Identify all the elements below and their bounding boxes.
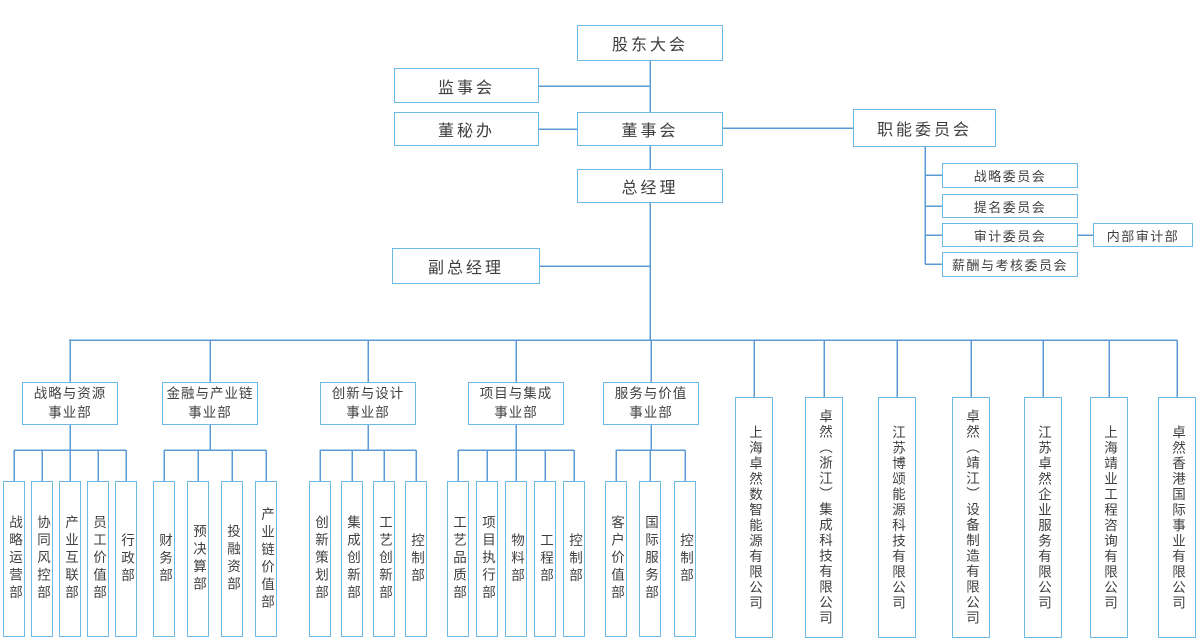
node-dept-strategy-operations: 战略运营部 xyxy=(3,481,25,637)
node-dept-finance: 财务部 xyxy=(153,481,175,637)
node-dept-engineering: 工程部 xyxy=(534,481,556,637)
node-subsidiary-shanghai-zhuoran-digital: 上海卓然数智能源有限公司 xyxy=(735,397,773,638)
node-division-project-integration: 项目与集成 事业部 xyxy=(468,382,564,425)
node-dept-integrated-innovation: 集成创新部 xyxy=(341,481,363,637)
node-division-innovation-design: 创新与设计 事业部 xyxy=(320,382,416,425)
node-dept-investment-financing: 投融资部 xyxy=(221,481,243,637)
node-dept-employee-value: 员工价值部 xyxy=(87,481,109,637)
node-committee-strategy: 战略委员会 xyxy=(942,163,1078,188)
node-dept-budget: 预决算部 xyxy=(187,481,209,637)
node-general-manager: 总经理 xyxy=(577,169,723,203)
node-division-service-value: 服务与价值 事业部 xyxy=(603,382,699,425)
node-dept-process-innovation: 工艺创新部 xyxy=(373,481,395,637)
node-subsidiary-zhuoran-hongkong: 卓然香港国际事业有限公司 xyxy=(1158,397,1196,638)
node-subsidiary-shanghai-jingye: 上海靖业工程咨询有限公司 xyxy=(1090,397,1128,638)
node-committee-nomination: 提名委员会 xyxy=(942,194,1078,218)
node-dept-control-project: 控制部 xyxy=(563,481,585,637)
node-subsidiary-jiangsu-bosong: 江苏博颂能源科技有限公司 xyxy=(878,397,916,638)
node-board-of-directors: 董事会 xyxy=(577,112,723,146)
node-supervisory-board: 监事会 xyxy=(394,68,539,103)
node-secretary-office: 董秘办 xyxy=(394,112,539,146)
node-dept-customer-value: 客户价值部 xyxy=(605,481,627,637)
node-dept-risk-control: 协同风控部 xyxy=(31,481,53,637)
node-functional-committees: 职能委员会 xyxy=(853,109,996,147)
node-dept-international-service: 国际服务部 xyxy=(639,481,661,637)
node-internal-audit-dept: 内部审计部 xyxy=(1093,223,1193,247)
node-dept-administration: 行政部 xyxy=(115,481,137,637)
node-subsidiary-zhuoran-zhejiang: 卓然（浙江）集成科技有限公司 xyxy=(805,397,843,638)
node-committee-audit: 审计委员会 xyxy=(942,223,1078,247)
node-dept-innovation-planning: 创新策划部 xyxy=(309,481,331,637)
node-committee-compensation: 薪酬与考核委员会 xyxy=(942,252,1078,277)
node-shareholders-meeting: 股东大会 xyxy=(577,25,723,61)
node-deputy-general-manager: 副总经理 xyxy=(392,248,540,284)
node-division-finance-chain: 金融与产业链 事业部 xyxy=(162,382,258,425)
node-dept-chain-value: 产业链价值部 xyxy=(255,481,277,637)
node-dept-project-execution: 项目执行部 xyxy=(476,481,498,637)
node-dept-materials: 物料部 xyxy=(505,481,527,637)
node-subsidiary-jiangsu-zhuoran-service: 江苏卓然企业服务有限公司 xyxy=(1024,397,1062,638)
node-subsidiary-zhuoran-jingjiang: 卓然（靖江）设备制造有限公司 xyxy=(952,397,990,638)
node-division-strategy-resources: 战略与资源 事业部 xyxy=(22,382,118,425)
node-dept-control-innovation: 控制部 xyxy=(405,481,427,637)
node-dept-process-quality: 工艺品质部 xyxy=(447,481,469,637)
node-dept-control-service: 控制部 xyxy=(674,481,696,637)
node-dept-industry-interconnect: 产业互联部 xyxy=(59,481,81,637)
